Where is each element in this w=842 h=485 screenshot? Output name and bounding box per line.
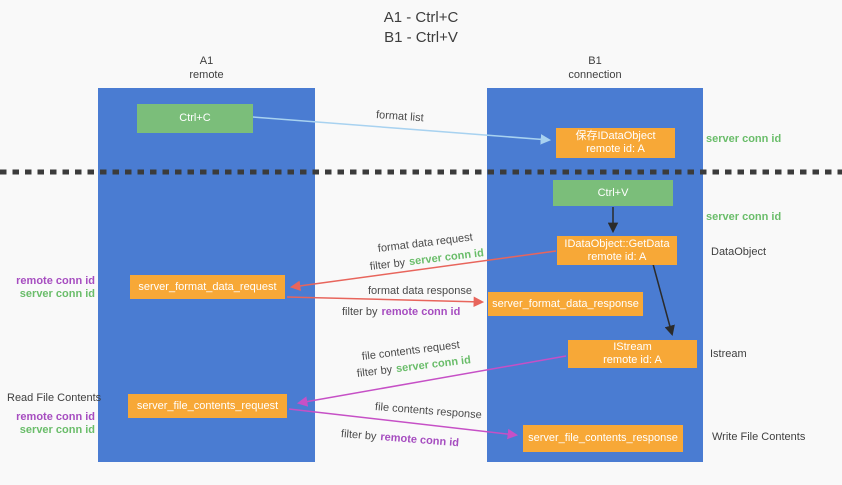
format-list-arrow: [252, 116, 552, 145]
node-ctrl-c: Ctrl+C: [137, 104, 253, 133]
filter-by-text: filter by: [340, 428, 377, 443]
node-istream: IStream remote id: A: [568, 340, 697, 368]
format-data-request-arrow: [289, 250, 557, 292]
lifeline-a1-name: A1: [199, 55, 214, 67]
conn-id-group-2: remote conn id server conn id: [0, 411, 95, 437]
node-getdata-line1: IDataObject::GetData: [564, 237, 670, 250]
conn-id-group-1: remote conn id server conn id: [0, 275, 95, 301]
node-getdata-line2: remote id: A: [587, 250, 647, 263]
title-line-1: A1 - Ctrl+C: [383, 9, 459, 26]
format-data-response-arrow: [286, 296, 485, 308]
server-conn-id-left-2: server conn id: [19, 424, 95, 436]
write-file-contents-label: Write File Contents: [712, 431, 806, 443]
node-istream-line1: IStream: [613, 341, 652, 353]
node-format-request: server_format_data_request: [130, 275, 285, 299]
lifeline-header-a1: A1 remote: [98, 54, 315, 82]
file-contents-request-arrow: [296, 355, 567, 407]
lifeline-b1-name: B1: [588, 55, 602, 67]
node-file-request: server_file_contents_request: [128, 394, 287, 418]
node-getdata: IDataObject::GetData remote id: A: [557, 236, 677, 265]
file-contents-response-arrow: [288, 408, 519, 440]
node-ctrl-v: Ctrl+V: [553, 180, 673, 206]
remote-conn-id-left-2: remote conn id: [16, 411, 95, 423]
node-save-dataobject-line2: remote id: A: [586, 143, 645, 155]
node-save-dataobject: 保存IDataObject remote id: A: [556, 128, 675, 158]
format-data-response-label: format data response: [368, 285, 472, 297]
server-conn-id-right-mid: server conn id: [706, 211, 782, 223]
filter-by-text: filter by: [342, 306, 378, 318]
node-file-response: server_file_contents_response: [523, 425, 683, 452]
getdata-to-istream-arrow: [652, 263, 675, 337]
remote-conn-id-text: remote conn id: [381, 306, 461, 318]
server-conn-id-left-1: server conn id: [19, 288, 95, 300]
server-conn-id-right-top: server conn id: [706, 133, 782, 145]
node-save-dataobject-line1: 保存IDataObject: [575, 130, 656, 142]
lifeline-header-b1: B1 connection: [487, 54, 703, 82]
dataobject-label: DataObject: [711, 246, 767, 258]
read-file-contents-label: Read File Contents: [7, 392, 102, 404]
node-format-response: server_format_data_response: [488, 292, 643, 316]
title-line-2: B1 - Ctrl+V: [384, 29, 458, 46]
lifeline-b1-subtitle: connection: [568, 69, 622, 81]
remote-conn-id-left-1: remote conn id: [16, 275, 95, 287]
istream-label: Istream: [710, 348, 747, 360]
diagram-title: A1 - Ctrl+C B1 - Ctrl+V: [0, 8, 842, 48]
node-istream-line2: remote id: A: [603, 354, 662, 366]
lifeline-a1-subtitle: remote: [189, 69, 224, 81]
